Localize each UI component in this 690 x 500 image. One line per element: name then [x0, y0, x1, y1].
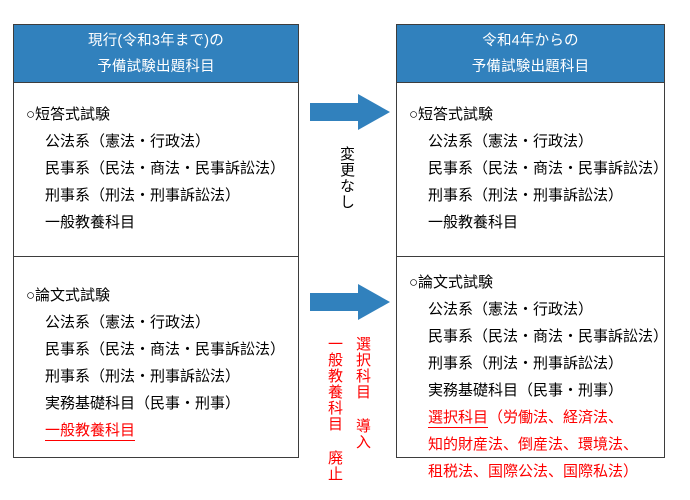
section-item: 一般教養科目: [428, 214, 519, 231]
elective-subject-suffix: （労働法、経済法、: [488, 409, 624, 426]
panel-new-header-line2: 予備試験出題科目: [471, 59, 590, 75]
arrow-top: [310, 94, 390, 130]
section-item: 刑事系（刑法・刑事訴訟法）: [428, 187, 624, 204]
section-item-elective-cont: 租税法、国際公法、国際私法）: [428, 463, 639, 480]
section-item: 民事系（民法・商法・民事訴訟法）: [45, 341, 286, 358]
section-item-elective-cont: 知的財産法、倒産法、環境法、: [428, 436, 639, 453]
panel-current-section-ronbun: ○論文式試験 公法系（憲法・行政法） 民事系（民法・商法・民事訴訟法） 刑事系（…: [14, 257, 298, 444]
right-arrow-icon: [310, 284, 390, 320]
section-item-elective: 選択科目（労働法、経済法、: [397, 404, 664, 431]
panel-current-header-line1: 現行(令和3年まで)の: [88, 33, 224, 49]
panel-new-system: 令和4年からの 予備試験出題科目 ○短答式試験 公法系（憲法・行政法） 民事系（…: [396, 24, 669, 480]
panel-current-header: 現行(令和3年まで)の 予備試験出題科目: [14, 25, 298, 83]
panel-current-system: 現行(令和3年まで)の 予備試験出題科目 ○短答式試験 公法系（憲法・行政法） …: [13, 24, 299, 458]
panel-current-header-line2: 予備試験出題科目: [97, 59, 215, 75]
section-item-abolished: 一般教養科目: [14, 417, 298, 444]
section-item: 実務基礎科目（民事・刑事）: [428, 382, 624, 399]
caption-elective-introduced: 選択科目 導入: [354, 336, 371, 450]
elective-subject-label: 選択科目: [428, 409, 489, 428]
right-arrow-icon: [310, 94, 390, 130]
panel-new-section-ronbun: ○論文式試験 公法系（憲法・行政法） 民事系（民法・商法・民事訴訟法） 刑事系（…: [397, 257, 669, 485]
panel-new-section-tanto: ○短答式試験 公法系（憲法・行政法） 民事系（民法・商法・民事訴訟法） 刑事系（…: [397, 83, 669, 257]
section-title-tanto: ○短答式試験: [409, 106, 494, 123]
panel-new-header: 令和4年からの 予備試験出題科目: [397, 25, 664, 83]
section-item: 民事系（民法・商法・民事訴訟法）: [45, 160, 286, 177]
section-title-ronbun: ○論文式試験: [26, 287, 111, 304]
section-item: 実務基礎科目（民事・刑事）: [45, 395, 241, 412]
panel-new-header-line1: 令和4年からの: [482, 33, 579, 49]
arrow-bottom: [310, 284, 390, 320]
section-item: 民事系（民法・商法・民事訴訟法）: [428, 328, 669, 345]
section-item: 刑事系（刑法・刑事訴訟法）: [428, 355, 624, 372]
caption-no-change: 変更なし: [338, 146, 355, 210]
section-item: 一般教養科目: [45, 214, 136, 231]
section-item: 公法系（憲法・行政法）: [428, 301, 594, 318]
section-item: 公法系（憲法・行政法）: [45, 133, 211, 150]
abolished-subject-label: 一般教養科目: [45, 422, 136, 441]
section-item: 民事系（民法・商法・民事訴訟法）: [428, 160, 669, 177]
section-item: 公法系（憲法・行政法）: [45, 314, 211, 331]
caption-general-education-abolished: 一般教養科目 廃止: [326, 336, 343, 482]
section-title-ronbun: ○論文式試験: [409, 274, 494, 291]
panel-current-section-tanto: ○短答式試験 公法系（憲法・行政法） 民事系（民法・商法・民事訴訟法） 刑事系（…: [14, 83, 298, 257]
section-item: 公法系（憲法・行政法）: [428, 133, 594, 150]
section-item: 刑事系（刑法・刑事訴訟法）: [45, 368, 241, 385]
section-item: 刑事系（刑法・刑事訴訟法）: [45, 187, 241, 204]
section-title-tanto: ○短答式試験: [26, 106, 111, 123]
